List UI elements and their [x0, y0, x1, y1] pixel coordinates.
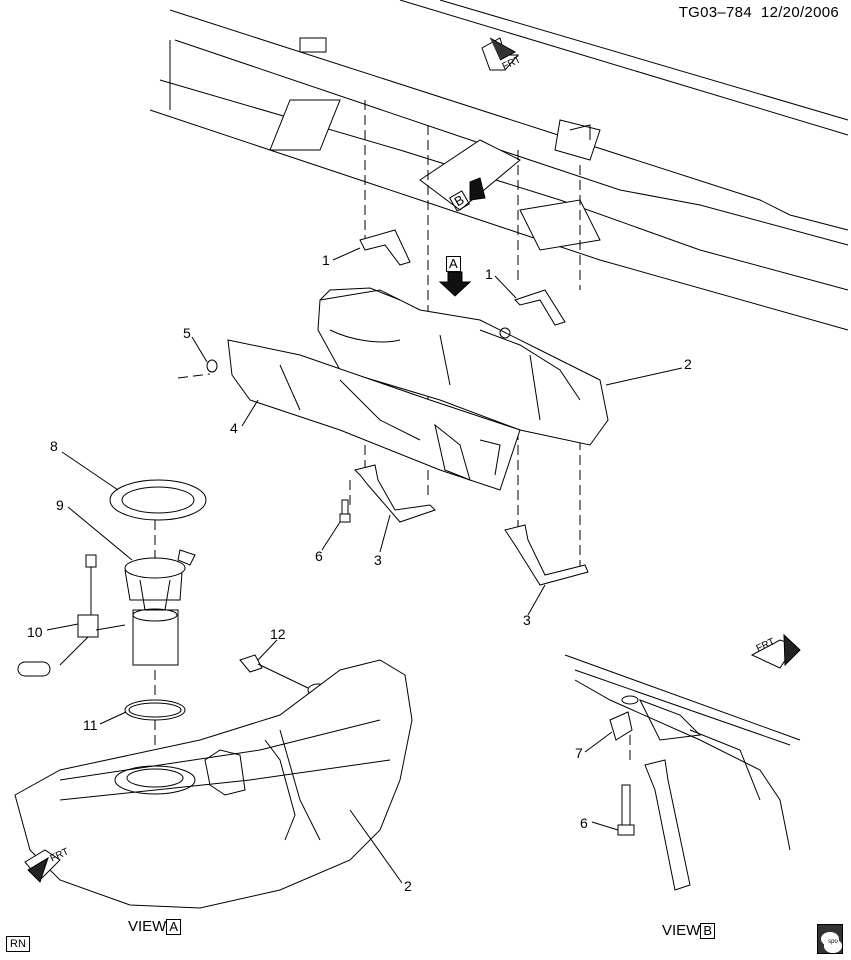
grommet: [206, 359, 218, 373]
strap-lower-left: [354, 464, 436, 523]
strap-lower-right: [504, 524, 589, 586]
o-ring: [124, 699, 186, 721]
callout-3: 3: [523, 612, 531, 628]
callout-9: 9: [56, 497, 64, 513]
lock-ring: [109, 479, 207, 521]
fuel-pump-module: [124, 549, 196, 666]
drawing-header: TG03–784 12/20/2006: [679, 4, 839, 21]
callout-1: 1: [322, 252, 330, 268]
strap-upper-left: [359, 229, 411, 266]
drawing-id: TG03–784: [678, 4, 752, 21]
callout-4: 4: [230, 420, 238, 436]
frame-rail-top: [149, 0, 849, 331]
callout-6: 6: [580, 815, 588, 831]
callout-2: 2: [404, 878, 412, 894]
callout-6: 6: [315, 548, 323, 564]
view-b-frame: [564, 654, 801, 851]
view-a-direction-arrow-icon: [438, 271, 472, 297]
view-a-marker: A: [446, 255, 461, 273]
fuel-sender: [17, 554, 126, 677]
view-a-tank: [14, 659, 413, 909]
heat-shield: [227, 339, 521, 491]
callout-2: 2: [684, 356, 692, 372]
callout-10: 10: [27, 624, 43, 640]
view-b-direction-arrow-icon: [469, 177, 486, 201]
callout-8: 8: [50, 438, 58, 454]
drawing-date: 12/20/2006: [760, 4, 839, 21]
strap-upper-right: [514, 289, 566, 326]
frt-arrow-view-b-icon: [750, 633, 801, 669]
callout-1: 1: [485, 266, 493, 282]
bolt-view-b: [617, 784, 635, 836]
callout-3: 3: [374, 552, 382, 568]
bolt-upper: [339, 499, 351, 523]
frt-arrow-top-right-icon: [481, 37, 520, 71]
callout-12: 12: [270, 626, 286, 642]
frt-arrow-view-a-icon: [24, 849, 61, 883]
rn-badge: RN: [6, 936, 30, 952]
callout-11: 11: [83, 717, 98, 733]
view-b-bracket: [644, 759, 691, 891]
leader-lines: [46, 247, 683, 884]
callout-5: 5: [183, 325, 191, 341]
callout-7: 7: [575, 745, 583, 761]
gm-spo-logo: gmspo: [817, 924, 843, 954]
